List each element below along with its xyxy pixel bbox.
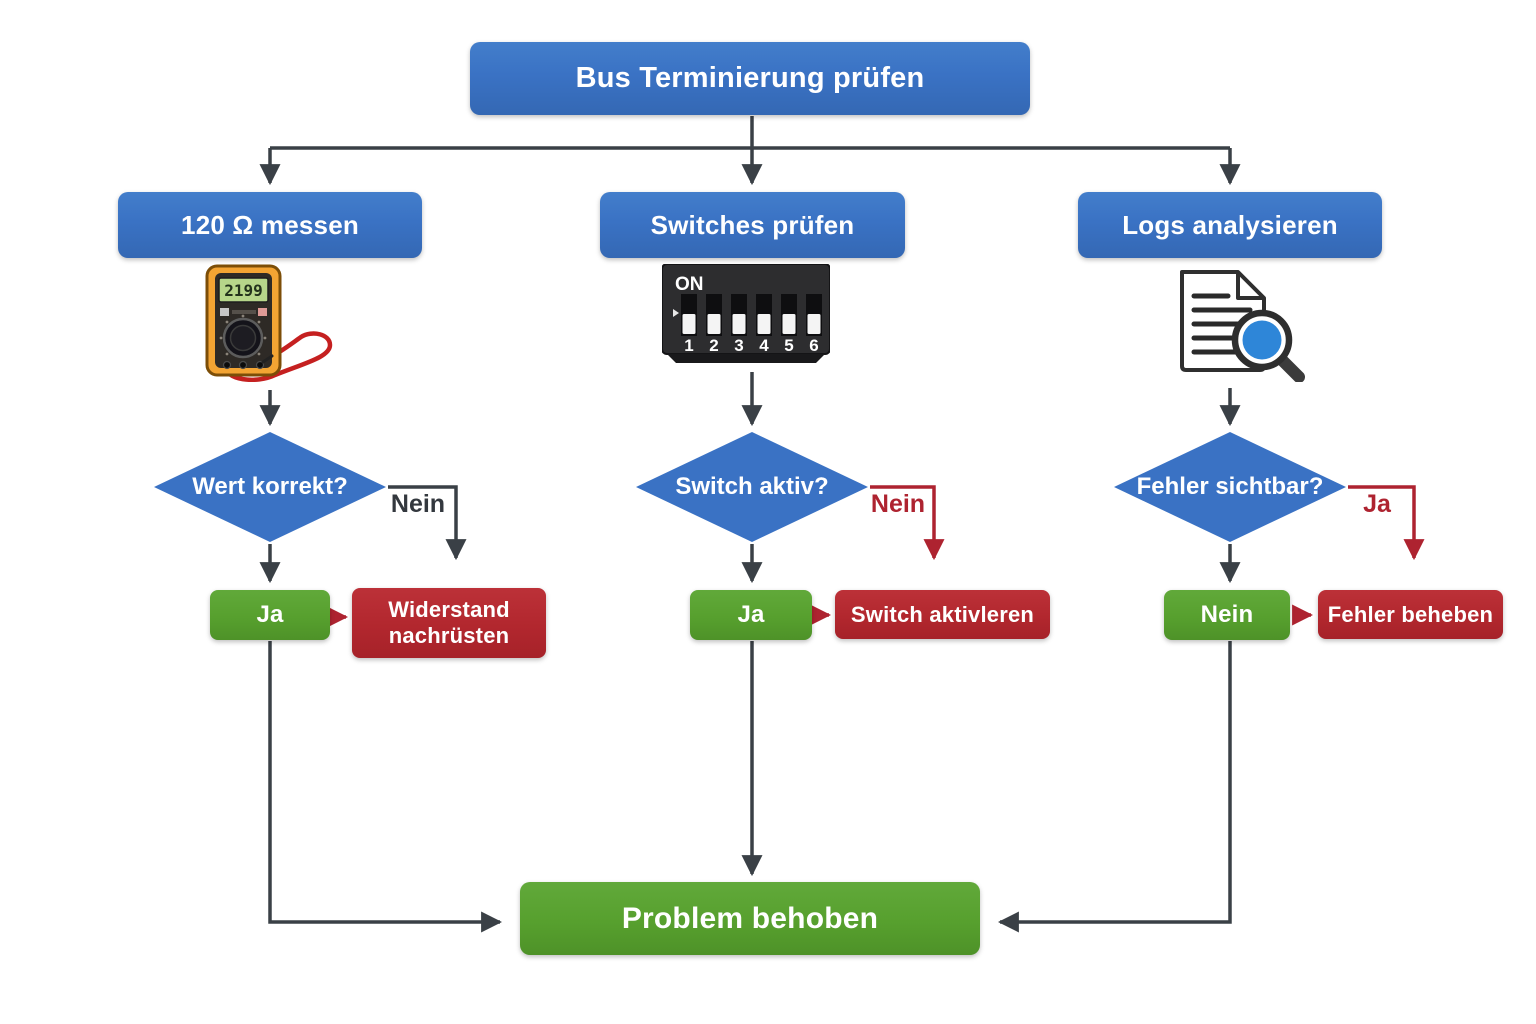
node-step-measure: 120 Ω messen xyxy=(118,192,422,258)
node-decision-switch-active: Switch aktiv? xyxy=(636,432,868,542)
document-magnifier-icon xyxy=(1166,266,1306,383)
decision-error-visible-label: Fehler sichtbar? xyxy=(1136,473,1324,500)
node-end-label: Problem behoben xyxy=(621,901,879,935)
node-decision-error-visible: Fehler sichtbar? xyxy=(1114,432,1346,542)
node-decision-value-correct: Wert korrekt? xyxy=(154,432,386,542)
edge-yes3-to-end xyxy=(997,641,1232,933)
node-result-nein-3: Nein xyxy=(1164,590,1290,640)
multimeter-icon: 2199 xyxy=(205,264,335,383)
edge-label-nein-1: Nein xyxy=(390,490,446,518)
dip-number-2: 2 xyxy=(709,336,718,355)
result-nein-3-label: Nein xyxy=(1200,600,1254,628)
node-action-widerstand: Widerstand nachrüsten xyxy=(352,588,546,658)
node-step-measure-label: 120 Ω messen xyxy=(181,209,359,240)
dip-on-label: ON xyxy=(675,274,704,295)
node-end: Problem behoben xyxy=(520,882,980,955)
node-result-ja-1: Ja xyxy=(210,590,330,640)
decision-switch-active-label: Switch aktiv? xyxy=(675,473,829,500)
node-step-logs: Logs analysieren xyxy=(1078,192,1382,258)
decision-value-correct-label: Wert korrekt? xyxy=(192,473,348,500)
dip-number-3: 3 xyxy=(734,336,743,355)
result-ja-1-label: Ja xyxy=(256,600,284,628)
node-start-label: Bus Terminierung prüfen xyxy=(575,62,925,95)
dip-number-5: 5 xyxy=(784,336,793,355)
node-start: Bus Terminierung prüfen xyxy=(470,42,1030,115)
edge-label-nein-2: Nein xyxy=(870,490,926,518)
dip-number-4: 4 xyxy=(759,336,769,355)
result-ja-2-label: Ja xyxy=(737,600,765,628)
node-action-switch: Switch aktivleren xyxy=(835,590,1050,639)
node-step-logs-label: Logs analysieren xyxy=(1122,209,1338,240)
action-fehler-label: Fehler beheben xyxy=(1327,601,1494,627)
action-switch-label: Switch aktivleren xyxy=(850,601,1035,627)
node-step-switches: Switches prüfen xyxy=(600,192,905,258)
multimeter-display: 2199 xyxy=(224,281,263,300)
dip-switch-icon: ON 1 2 3 4 xyxy=(661,263,831,366)
node-step-switches-label: Switches prüfen xyxy=(650,209,855,240)
node-action-fehler: Fehler beheben xyxy=(1318,590,1503,639)
dip-number-6: 6 xyxy=(809,336,818,355)
edge-yes1-to-end xyxy=(268,641,503,933)
node-result-ja-2: Ja xyxy=(690,590,812,640)
edge-label-ja-3: Ja xyxy=(1363,490,1391,518)
dip-number-1: 1 xyxy=(684,336,693,355)
action-widerstand-label: Widerstand nachrüsten xyxy=(388,597,510,648)
